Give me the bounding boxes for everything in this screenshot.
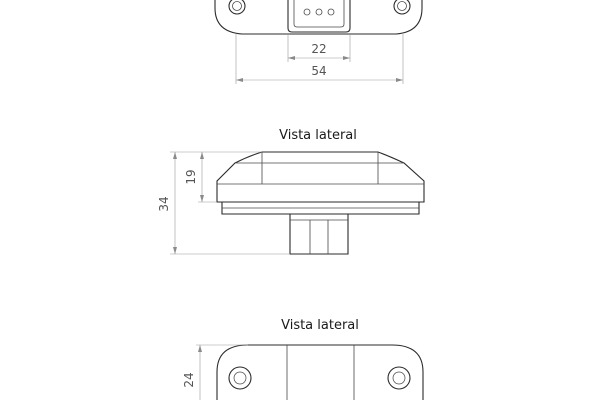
side-view-1: Vista lateral 19 34: [157, 128, 425, 255]
top-view: 22 54: [214, 0, 423, 84]
side-view-1-title: Vista lateral: [279, 128, 357, 143]
dim-body-height: 24: [182, 372, 196, 387]
side-view-1-body: [216, 151, 425, 203]
top-view-connector: [287, 0, 351, 33]
dim-connector-width: 22: [311, 42, 326, 56]
side-view-1-connector: [289, 214, 349, 255]
dim-total-height: 34: [157, 196, 171, 211]
side-view-2-hole-right: [387, 366, 411, 390]
side-view-2-body: [216, 344, 424, 400]
top-view-body: [214, 0, 423, 35]
side-view-2-title: Vista lateral: [281, 318, 359, 333]
dim-upper-height: 19: [184, 169, 198, 184]
top-view-hole-left: [228, 0, 246, 15]
side-view-2-hole-left: [228, 366, 252, 390]
top-view-hole-right: [393, 0, 411, 15]
dim-overall-width: 54: [311, 64, 326, 78]
side-view-2: Vista lateral 24: [182, 318, 424, 400]
